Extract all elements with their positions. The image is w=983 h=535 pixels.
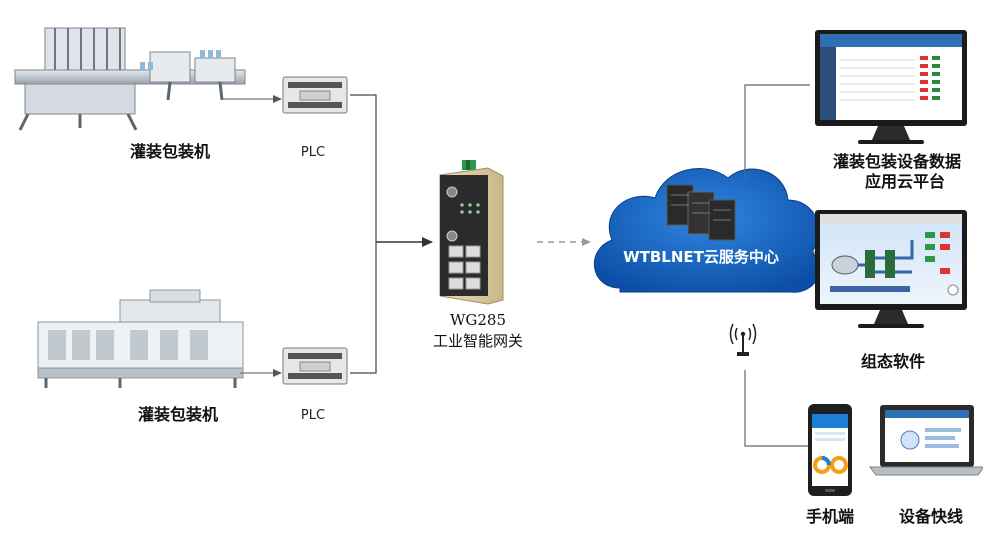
connector-plc-top-to-gateway bbox=[350, 94, 377, 242]
machine-bottom-label: 灌装包装机 bbox=[138, 405, 218, 424]
wireless-antenna-icon bbox=[729, 323, 757, 356]
mobile-phone-image bbox=[808, 404, 852, 496]
laptop-image bbox=[869, 405, 983, 476]
mobile-label: 手机端 bbox=[806, 507, 854, 526]
platform-label-line1: 灌装包装设备数据 bbox=[833, 152, 961, 171]
server-stack-icon bbox=[666, 184, 736, 241]
laptop-label: 设备快线 bbox=[899, 507, 963, 526]
filling-machine-top-image bbox=[14, 27, 246, 131]
connector-plc-bottom-to-gateway bbox=[350, 242, 377, 374]
plc-bottom-label: PLC bbox=[301, 408, 325, 423]
platform-label-line2: 应用云平台 bbox=[865, 172, 945, 191]
plc-top-device-image bbox=[282, 76, 348, 114]
filling-machine-bottom-image bbox=[37, 289, 244, 388]
machine-top-label: 灌装包装机 bbox=[130, 142, 210, 161]
scada-label: 组态软件 bbox=[861, 352, 925, 371]
scada-monitor-image bbox=[815, 210, 967, 328]
gateway-label: 工业智能网关 bbox=[433, 332, 523, 350]
gateway-device-image bbox=[439, 160, 504, 305]
cloud-label: WTBLNET云服务中心 bbox=[623, 248, 779, 266]
platform-monitor-image bbox=[815, 30, 967, 144]
plc-bottom-device-image bbox=[282, 347, 348, 385]
plc-top-label: PLC bbox=[301, 145, 325, 160]
connector-cloud-to-platform bbox=[744, 84, 810, 178]
gateway-model-label: WG285 bbox=[450, 311, 506, 329]
connector-cloud-to-terminals bbox=[744, 370, 808, 447]
